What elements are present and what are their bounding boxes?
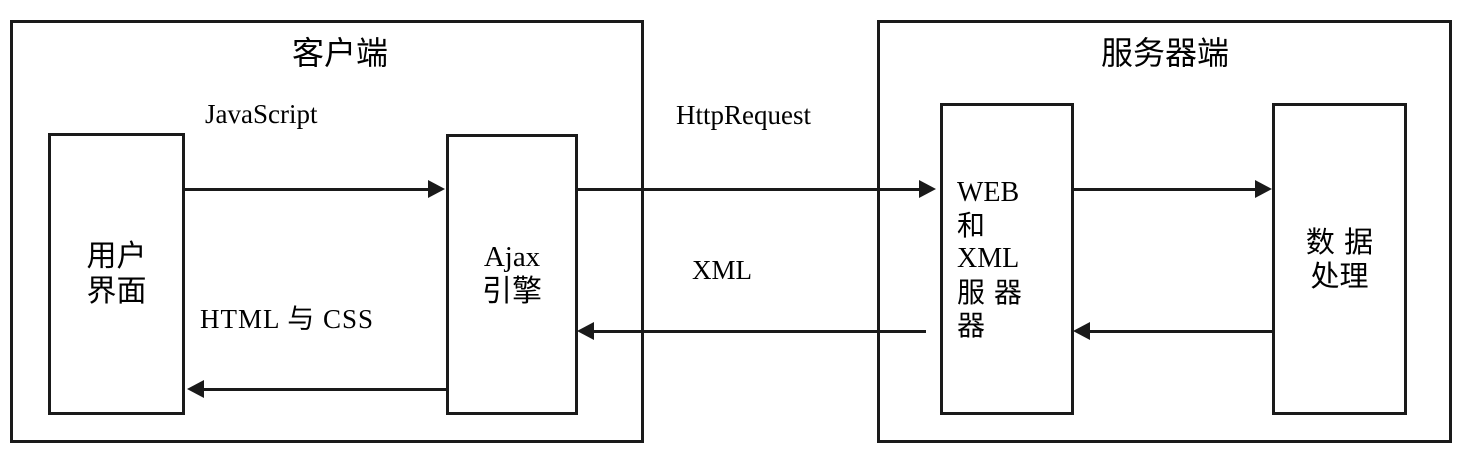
arrowhead-ui-to-ajax [428,180,445,198]
connector-ajax-to-ui [204,388,446,391]
node-user-interface-line-1: 用户 [86,238,147,274]
node-ajax-engine[interactable]: Ajax 引擎 [446,134,578,415]
client-zone-title: 客户端 [291,34,388,72]
node-data-processing-line-1: 数 据 [1305,224,1374,259]
node-web-xml-server-line-1: WEB [957,177,1020,209]
arrowhead-ajax-to-server [919,180,936,198]
client-zone-container [10,20,644,443]
node-web-xml-server-line-4: 服 器 [957,275,1022,309]
edge-label-html-css: HTML 与 CSS [200,304,375,334]
node-data-processing-line-2: 处理 [1310,259,1369,293]
node-web-xml-server-line-3: XML [957,243,1020,275]
node-user-interface-line-2: 界面 [86,274,147,309]
connector-server-to-ajax [594,330,926,333]
connector-ui-to-ajax [185,188,431,191]
server-zone-container [877,20,1452,443]
edge-label-xml: XML [692,255,752,285]
arrowhead-server-to-data [1255,180,1272,198]
edge-label-javascript: JavaScript [205,99,318,129]
node-ajax-engine-line-2: 引擎 [482,273,542,309]
node-data-processing[interactable]: 数 据 处理 [1272,103,1407,415]
node-web-xml-server-line-2: 和 [957,209,986,243]
node-web-xml-server-line-5: 器 [957,308,986,342]
connector-server-to-data [1074,188,1258,191]
node-user-interface[interactable]: 用户 界面 [48,133,185,415]
node-ajax-engine-line-1: Ajax [483,240,541,273]
node-web-xml-server[interactable]: WEB 和 XML 服 器 器 [940,103,1074,415]
server-zone-title: 服务器端 [1100,34,1229,72]
arrowhead-ajax-to-ui [187,380,204,398]
edge-label-http-request: HttpRequest [676,100,811,130]
arrowhead-server-to-ajax [577,322,594,340]
connector-data-to-server [1090,330,1272,333]
connector-ajax-to-server [578,188,922,191]
arrowhead-data-to-server [1073,322,1090,340]
